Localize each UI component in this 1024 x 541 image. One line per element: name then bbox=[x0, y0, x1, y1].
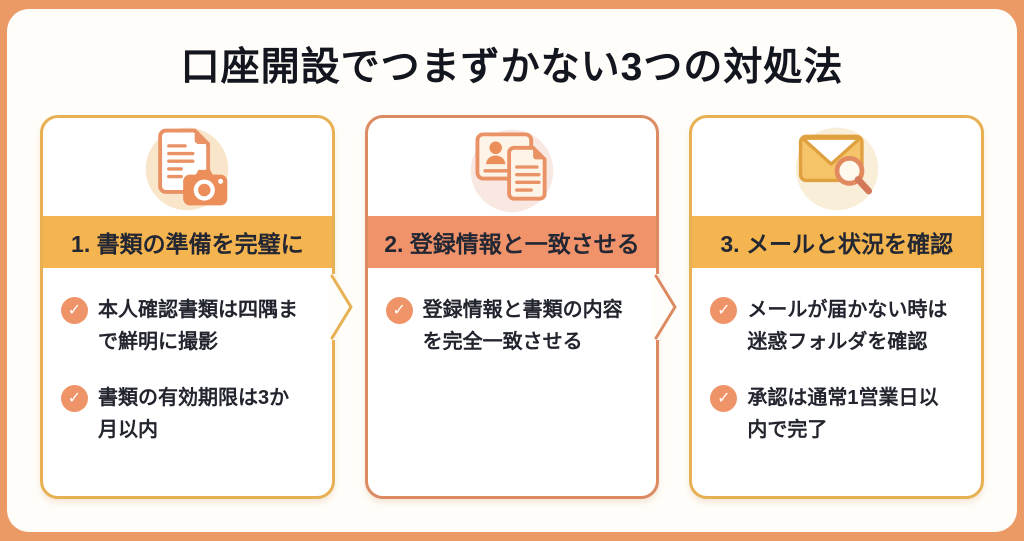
check-icon: ✓ bbox=[61, 297, 88, 324]
step2-checklist: ✓ 登録情報と書類の内容を完全一致させる bbox=[368, 268, 657, 358]
step1-checklist: ✓ 本人確認書類は四隅まで鮮明に撮影 ✓ 書類の有効期限は3か月以内 bbox=[43, 268, 332, 446]
step1-header: 1. 書類の準備を完璧に bbox=[43, 216, 332, 268]
check-icon: ✓ bbox=[710, 297, 738, 324]
step3-header: 3. メールと状況を確認 bbox=[692, 216, 982, 268]
check-item: ✓ 本人確認書類は四隅まで鮮明に撮影 bbox=[61, 294, 318, 358]
step2-header: 2. 登録情報と一致させる bbox=[367, 216, 657, 268]
check-item: ✓ メールが届かない時は迷惑フォルダを確認 bbox=[710, 294, 967, 358]
check-item: ✓ 書類の有効期限は3か月以内 bbox=[61, 382, 318, 446]
page-title: 口座開設でつまずかない3つの対処法 bbox=[180, 46, 844, 89]
step3-checklist: ✓ メールが届かない時は迷惑フォルダを確認 ✓ 承認は通常1営業日以内で完了 bbox=[692, 268, 981, 446]
check-item: ✓ 承認は通常1営業日以内で完了 bbox=[710, 382, 967, 446]
check-item-label: 承認は通常1営業日以内で完了 bbox=[747, 387, 939, 441]
step-card-2: 2. 登録情報と一致させる ✓ 登録情報と書類の内容を完全一致させる bbox=[364, 115, 677, 499]
id-card-document-icon bbox=[470, 129, 554, 213]
step-card-1: 1. 書類の準備を完璧に ✓ 本人確認書類は四隅まで鮮明に撮影 ✓ 書類の有効期限は3… bbox=[40, 115, 353, 499]
document-camera-icon bbox=[146, 127, 229, 211]
step1-icon-area bbox=[43, 118, 332, 216]
infographic-panel: 口座開設でつまずかない3つの対処法 bbox=[7, 9, 1017, 532]
check-item-label: 本人確認書類は四隅まで鮮明に撮影 bbox=[98, 299, 298, 353]
check-item-label: 登録情報と書類の内容を完全一致させる bbox=[422, 299, 623, 353]
check-item: ✓ 登録情報と書類の内容を完全一致させる bbox=[385, 294, 643, 358]
check-icon: ✓ bbox=[61, 385, 88, 412]
check-icon: ✓ bbox=[710, 385, 738, 412]
envelope-magnifier-icon bbox=[795, 127, 878, 211]
check-item-label: メールが届かない時は迷惑フォルダを確認 bbox=[747, 299, 948, 353]
step2-icon-area bbox=[368, 118, 657, 216]
step-card-3: 3. メールと状況を確認 ✓ メールが届かない時は迷惑フォルダを確認 ✓ 承認は通常1… bbox=[689, 115, 985, 499]
check-icon: ✓ bbox=[385, 297, 413, 324]
steps-row: 1. 書類の準備を完璧に ✓ 本人確認書類は四隅まで鮮明に撮影 ✓ 書類の有効期限は3… bbox=[7, 115, 1017, 499]
step3-icon-area bbox=[692, 118, 981, 216]
check-item-label: 書類の有効期限は3か月以内 bbox=[98, 387, 290, 441]
